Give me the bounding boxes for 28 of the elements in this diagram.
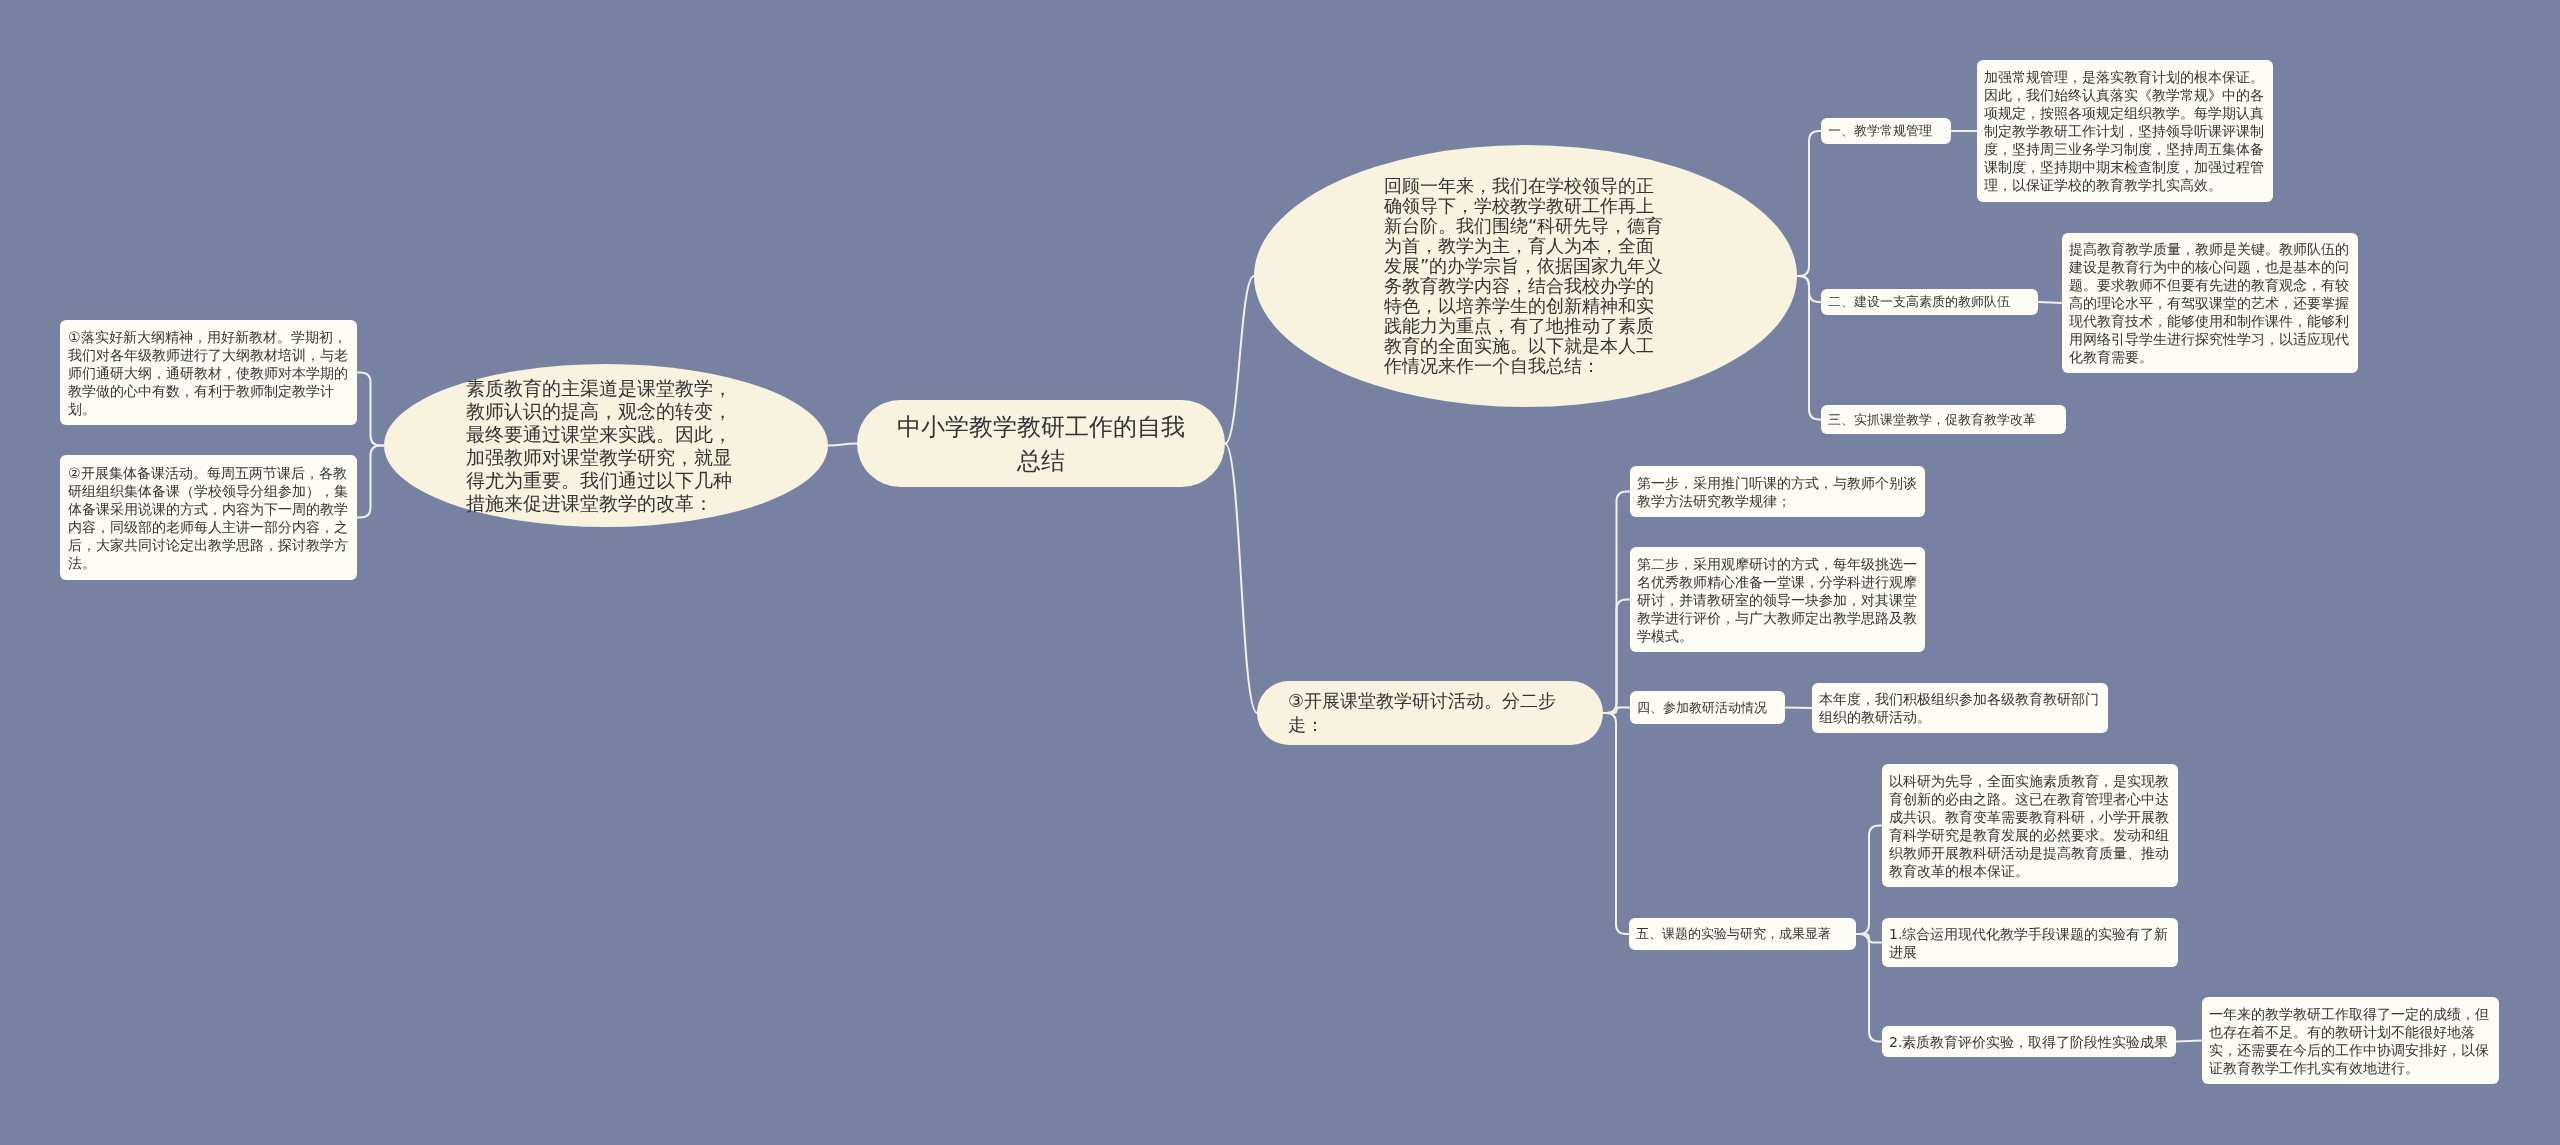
note-card: ①落实好新大纲精神，用好新教材。学期初，我们对各年级教师进行了大纲教材培训，与老师们通研大纲，通研教材，使教师对本学期的教学做的心中有数，有利于教师制定教学计划。 xyxy=(60,320,357,425)
connector-line xyxy=(1224,275,1255,445)
note-card: 本年度，我们积极组织参加各级教育教研部门组织的教研活动。 xyxy=(1812,683,2108,733)
topic-ellipse: 素质教育的主渠道是课堂教学，教师认识的提高，观念的转变，最终要通过课堂来实践。因此，加强教师对课堂教学研究，就显得尤为重要。我们通过以下几种措施来促进课堂教学的改革： xyxy=(384,364,828,527)
connector-line xyxy=(1784,706,1813,709)
topic-ellipse: 回顾一年来，我们在学校领导的正确领导下，学校教学教研工作再上新台阶。我们围绕“科研先导，德育为首，教学为主，育人为本，全面发展”的办学宗旨，依据国家九年义务教育教学内容，结合我校办学的特色，以培养学生的创新精神和实践能力为重点，有了地推动了素质教育的全面实施。以下就是本人工作情况来作一个自我总结： xyxy=(1254,145,1797,407)
connector-line xyxy=(2175,1039,2203,1043)
topic-pill: ③开展课堂教学研讨活动。分二步走： xyxy=(1257,681,1603,745)
note-card: 提高教育教学质量，教师是关键。教师队伍的建设是教育行为中的核心问题，也是基本的问题。要求教师不但要有先进的教育观念，有较高的理论水平，有驾驭课堂的艺术，还要掌握现代教育技术，能够使用和制作课件，能够利用网络引导学生进行探究性学习，以适应现代化教育需要。 xyxy=(2062,233,2358,373)
note-card: 加强常规管理，是落实教育计划的根本保证。因此，我们始终认真落实《教学常规》中的各项规定，按照各项规定组织教学。每学期认真制定教学教研工作计划，坚持领导听课评课制度，坚持周三业务学习制度，坚持周五集体备课制度，坚持期中期末检查制度，加强过程管理，以保证学校的教育教学扎实高效。 xyxy=(1977,60,2273,202)
subtopic-box: 二、建设一支高素质的教师队伍 xyxy=(1821,289,2038,315)
root-topic: 中小学教学教研工作的自我总结 xyxy=(857,400,1225,487)
note-card: ②开展集体备课活动。每周五两节课后，各教研组组织集体备课（学校领导分组参加），集体备课采用说课的方式，内容为下一周的教学内容，同级部的老师每人主讲一部分内容，之后，大家共同讨论定出教学思路，探讨教学方法。 xyxy=(60,455,357,580)
connector-line xyxy=(1224,442,1258,714)
note-card: 2.素质教育评价实验，取得了阶段性实验成果 xyxy=(1882,1026,2176,1057)
connector-line xyxy=(1796,275,1822,421)
note-card: 第二步，采用观摩研讨的方式，每年级挑选一名优秀教师精心准备一堂课，分学科进行观摩研讨，并请教研室的领导一块参加，对其课堂教学进行评价，与广大教师定出教学思路及教学模式。 xyxy=(1630,547,1925,652)
connector-line xyxy=(827,442,858,447)
note-card: 第一步，采用推门听课的方式，与教师个别谈教学方法研究教学规律； xyxy=(1630,466,1925,517)
subtopic-box: 五、课题的实验与研究，成果显著 xyxy=(1629,918,1856,950)
subtopic-box: 一、教学常规管理 xyxy=(1821,118,1951,144)
connector-line xyxy=(2037,301,2063,304)
subtopic-box: 三、实抓课堂教学，促教育教学改革 xyxy=(1821,405,2066,434)
note-card: 一年来的教学教研工作取得了一定的成绩，但也存在着不足。有的教研计划不能很好地落实，还需要在今后的工作中协调安排好，以保证教育教学工作扎实有效地进行。 xyxy=(2202,997,2499,1084)
connector-line xyxy=(1950,130,1978,132)
subtopic-box: 四、参加教研活动情况 xyxy=(1630,691,1785,724)
note-card: 1.综合运用现代化教学手段课题的实验有了新进展 xyxy=(1882,918,2178,967)
note-card: 以科研为先导，全面实施素质教育，是实现教育创新的必由之路。这已在教育管理者心中达成共识。教育变革需要教育科研，小学开展教育科学研究是教育发展的必然要求。发动和组织教师开展教科研活动是提高教育质量、推动教育改革的根本保证。 xyxy=(1882,764,2178,887)
